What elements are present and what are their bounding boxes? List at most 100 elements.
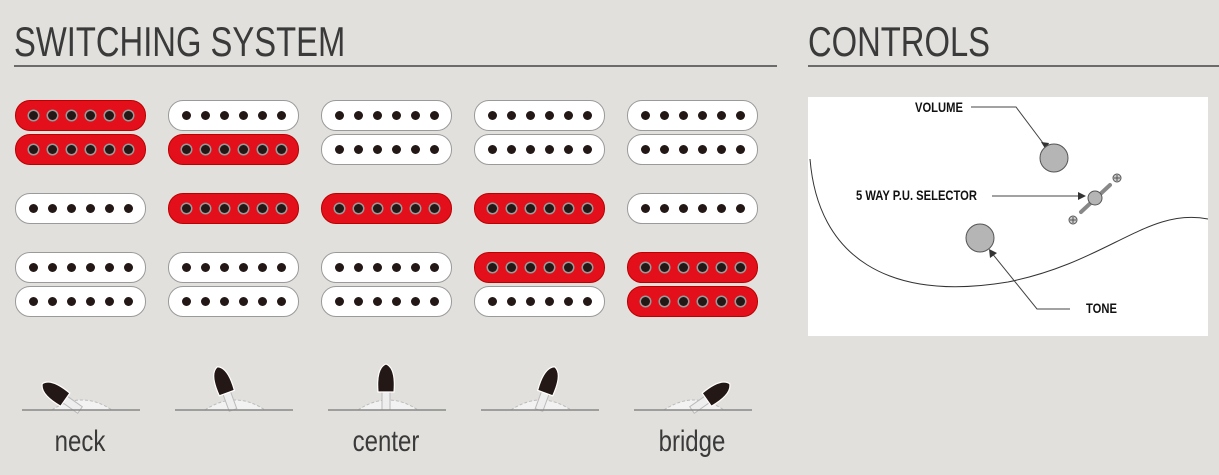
pole-piece xyxy=(410,204,420,213)
pole-piece xyxy=(735,111,745,120)
pole-piece xyxy=(525,297,535,306)
pole-piece xyxy=(487,297,497,306)
pole-piece xyxy=(697,263,707,272)
pole-piece xyxy=(47,204,57,213)
pole-piece xyxy=(47,111,57,120)
pole-piece xyxy=(410,145,420,154)
pole-piece xyxy=(735,297,745,306)
pole-piece xyxy=(487,204,497,213)
pole-piece xyxy=(640,145,650,154)
neck-pickup-coil-top xyxy=(15,100,146,131)
pole-piece xyxy=(200,204,210,213)
pole-piece xyxy=(716,145,726,154)
pole-piece xyxy=(487,145,497,154)
pole-piece xyxy=(200,263,210,272)
pole-piece xyxy=(544,145,554,154)
pole-piece xyxy=(525,204,535,213)
pole-piece xyxy=(563,145,573,154)
pole-piece xyxy=(334,297,344,306)
pole-piece xyxy=(640,111,650,120)
pole-piece xyxy=(219,204,229,213)
neck-pickup-coil-top xyxy=(627,100,758,131)
pole-piece xyxy=(582,111,592,120)
pole-piece xyxy=(410,111,420,120)
pole-piece xyxy=(104,145,114,154)
pole-piece xyxy=(47,263,57,272)
pole-piece xyxy=(525,263,535,272)
pole-piece xyxy=(334,204,344,213)
pole-piece xyxy=(238,297,248,306)
pole-piece xyxy=(391,263,401,272)
neck-pickup-coil-bottom xyxy=(15,134,146,165)
middle-pickup xyxy=(15,193,146,224)
pole-piece xyxy=(181,297,191,306)
pole-piece xyxy=(123,204,133,213)
pole-piece xyxy=(85,111,95,120)
pole-piece xyxy=(353,111,363,120)
middle-pickup xyxy=(168,193,299,224)
pole-piece xyxy=(104,263,114,272)
pole-piece xyxy=(123,145,133,154)
pole-piece xyxy=(429,204,439,213)
pole-piece xyxy=(410,263,420,272)
pole-piece xyxy=(219,297,229,306)
bridge-pickup-coil-bottom xyxy=(474,286,605,317)
switch-lever-icon xyxy=(175,366,293,413)
pole-piece xyxy=(429,145,439,154)
pole-piece xyxy=(85,145,95,154)
switch-position-label: center xyxy=(352,425,420,458)
pole-piece xyxy=(563,263,573,272)
bridge-pickup-coil-top xyxy=(321,252,452,283)
pole-piece xyxy=(85,297,95,306)
pole-piece xyxy=(659,111,669,120)
pole-piece xyxy=(123,297,133,306)
pole-piece xyxy=(659,145,669,154)
controls-title: CONTROLS xyxy=(808,18,991,65)
pole-piece xyxy=(47,145,57,154)
pole-piece xyxy=(28,204,38,213)
pole-piece xyxy=(487,111,497,120)
bridge-pickup-coil-top xyxy=(627,252,758,283)
pole-piece xyxy=(716,297,726,306)
bridge-pickup-coil-bottom xyxy=(321,286,452,317)
middle-pickup xyxy=(474,193,605,224)
pole-piece xyxy=(257,263,267,272)
pole-piece xyxy=(66,297,76,306)
pole-piece xyxy=(487,263,497,272)
pole-piece xyxy=(429,111,439,120)
pole-piece xyxy=(372,111,382,120)
tone-label: TONE xyxy=(1086,300,1117,316)
controls-diagram: VOLUME 5 WAY P.U. SELECTOR TONE xyxy=(808,97,1208,336)
pole-piece xyxy=(28,263,38,272)
bridge-pickup-coil-bottom xyxy=(168,286,299,317)
pole-piece xyxy=(391,145,401,154)
switch-position-label: bridge xyxy=(658,425,726,458)
pole-piece xyxy=(238,145,248,154)
selector-knob xyxy=(1087,190,1103,206)
pole-piece xyxy=(659,204,669,213)
pole-piece xyxy=(410,297,420,306)
pole-piece xyxy=(334,111,344,120)
pole-piece xyxy=(200,111,210,120)
pole-piece xyxy=(678,297,688,306)
pole-piece xyxy=(66,111,76,120)
pole-piece xyxy=(678,111,688,120)
pole-piece xyxy=(563,204,573,213)
pole-piece xyxy=(640,263,650,272)
pole-piece xyxy=(276,145,286,154)
pole-piece xyxy=(334,263,344,272)
pole-piece xyxy=(716,263,726,272)
switching-divider xyxy=(14,65,777,67)
switch-lever-icon xyxy=(22,381,140,414)
pole-piece xyxy=(372,145,382,154)
pole-piece xyxy=(181,145,191,154)
pole-piece xyxy=(353,145,363,154)
pole-piece xyxy=(563,297,573,306)
switch-lever-icon xyxy=(481,366,599,413)
volume-knob xyxy=(1039,143,1069,173)
pole-piece xyxy=(582,204,592,213)
pole-piece xyxy=(123,111,133,120)
bridge-pickup-coil-top xyxy=(15,252,146,283)
pole-piece xyxy=(544,204,554,213)
pole-piece xyxy=(123,263,133,272)
